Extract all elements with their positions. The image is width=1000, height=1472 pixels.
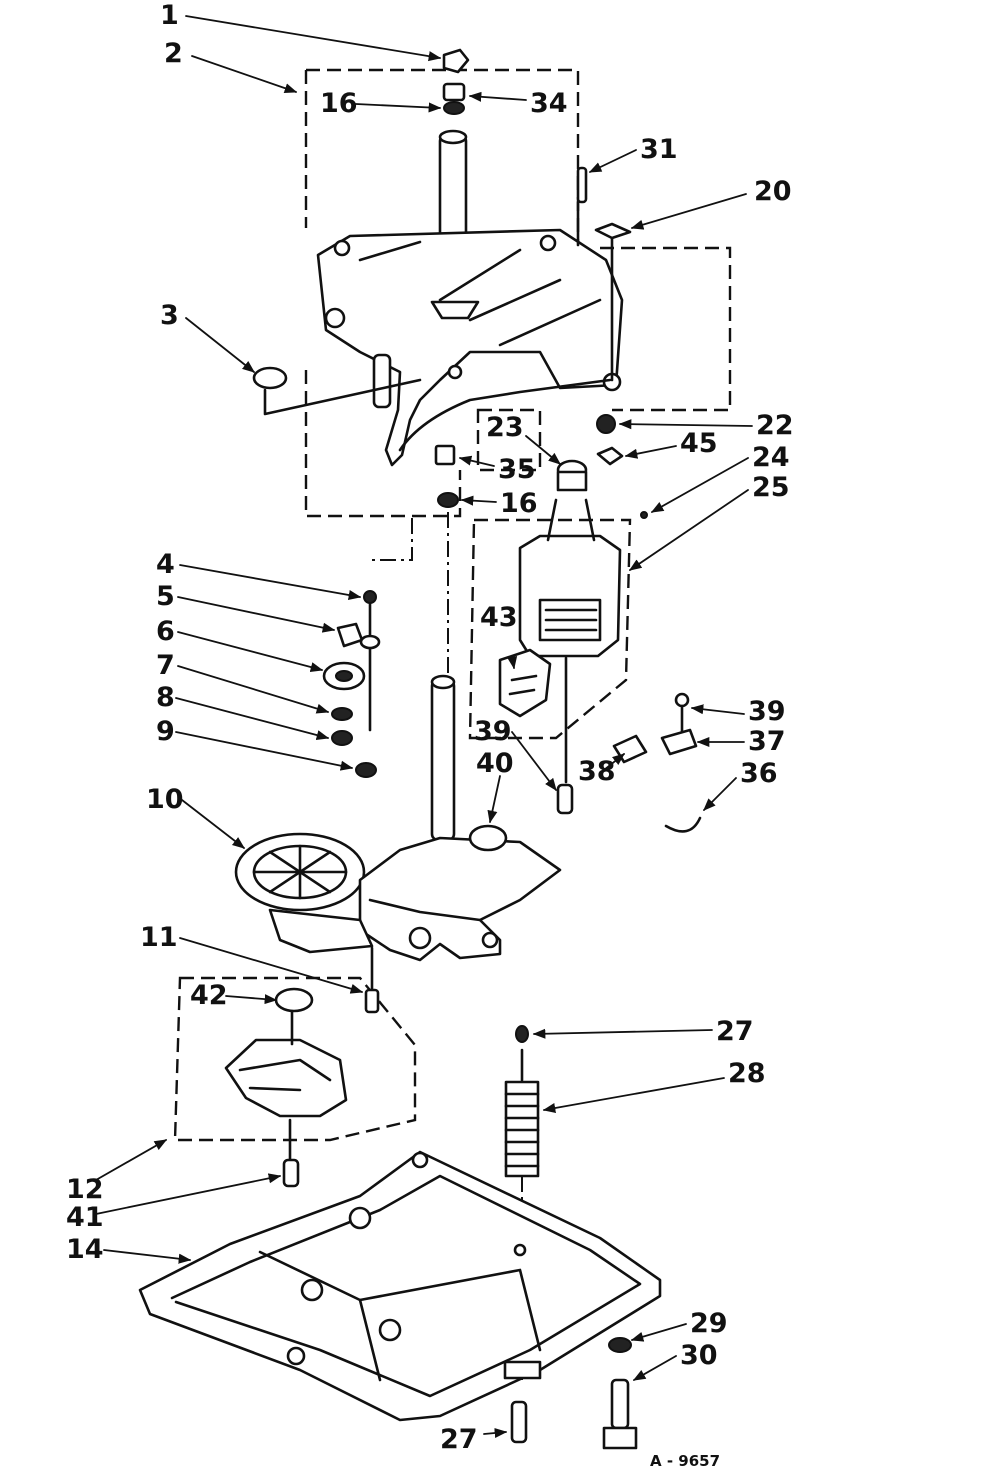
part-16-lower xyxy=(437,492,459,508)
part-24 xyxy=(640,511,648,519)
callout-14: 14 xyxy=(66,1234,104,1265)
part-25-pump xyxy=(518,534,622,658)
callout-45: 45 xyxy=(680,428,718,459)
part-30-bolt xyxy=(610,1378,630,1430)
callout-1: 1 xyxy=(160,0,179,31)
callout-4: 4 xyxy=(156,549,175,580)
callout-10: 10 xyxy=(146,784,184,815)
drawing-code: A - 9657 xyxy=(650,1452,720,1470)
gearcase-assembly xyxy=(316,129,624,467)
part-27-bottom xyxy=(510,1400,528,1444)
callout-9: 9 xyxy=(156,716,175,747)
callout-41: 41 xyxy=(66,1202,104,1233)
part-1-nut xyxy=(442,48,470,74)
callout-25: 25 xyxy=(752,472,790,503)
small-parts-upper xyxy=(252,166,648,519)
callout-28: 28 xyxy=(728,1058,766,1089)
callout-40: 40 xyxy=(476,748,514,779)
callout-8: 8 xyxy=(156,682,175,713)
part-4 xyxy=(363,590,377,604)
callout-23: 23 xyxy=(486,412,524,443)
part-43 xyxy=(498,648,552,718)
part-41 xyxy=(282,1158,300,1188)
callout-20: 20 xyxy=(754,176,792,207)
callout-16-lower: 16 xyxy=(500,488,538,519)
part-42 xyxy=(274,987,314,1013)
transmission-assembly xyxy=(234,824,562,1014)
callout-7: 7 xyxy=(156,650,175,681)
callout-22: 22 xyxy=(756,410,794,441)
assembly-box-12 xyxy=(173,976,417,1142)
right-small-parts xyxy=(612,692,702,833)
callout-16-top: 16 xyxy=(320,88,358,119)
callout-6: 6 xyxy=(156,616,175,647)
callout-27-bottom: 27 xyxy=(440,1424,478,1455)
callout-11: 11 xyxy=(140,922,178,953)
part-3 xyxy=(252,366,288,390)
part-35 xyxy=(434,444,456,466)
assembly-box-22 xyxy=(476,246,732,472)
leader-lines xyxy=(95,15,753,1439)
part-16-top xyxy=(443,101,465,115)
part-29 xyxy=(608,1337,632,1353)
callout-34: 34 xyxy=(530,88,568,119)
assembly-box-25 xyxy=(468,518,632,740)
callout-12: 12 xyxy=(66,1174,104,1205)
part-37 xyxy=(660,728,698,756)
part-8 xyxy=(331,730,353,746)
callout-30: 30 xyxy=(680,1340,718,1371)
callout-3: 3 xyxy=(160,300,179,331)
center-shaft xyxy=(368,512,456,842)
part-7 xyxy=(331,707,353,721)
spring-assembly xyxy=(504,1025,638,1450)
part-22 xyxy=(596,414,616,434)
part-9 xyxy=(355,762,377,778)
callout-37: 37 xyxy=(748,726,786,757)
part-5 xyxy=(336,622,364,648)
left-stack xyxy=(322,590,381,778)
part-11 xyxy=(364,988,380,1014)
part-36 xyxy=(664,816,702,833)
callout-42: 42 xyxy=(190,980,228,1011)
callout-24: 24 xyxy=(752,442,790,473)
callout-5: 5 xyxy=(156,581,175,612)
part-39-right xyxy=(674,692,690,708)
base-frame xyxy=(138,1150,662,1422)
callout-38: 38 xyxy=(578,756,616,787)
callout-43: 43 xyxy=(480,602,518,633)
callout-labels: 1 2 3 4 5 6 7 8 9 10 11 12 14 16 16 20 2… xyxy=(66,0,794,1455)
top-parts xyxy=(442,48,470,115)
part-12-assembly xyxy=(224,987,348,1188)
part-34 xyxy=(442,82,466,102)
callout-35: 35 xyxy=(498,454,536,485)
callout-2: 2 xyxy=(164,38,183,69)
callout-27-top: 27 xyxy=(716,1016,754,1047)
callout-36: 36 xyxy=(740,758,778,789)
part-45 xyxy=(596,446,624,466)
callout-29: 29 xyxy=(690,1308,728,1339)
part-27-top xyxy=(515,1025,529,1043)
part-40 xyxy=(468,824,508,852)
callout-31: 31 xyxy=(640,134,678,165)
callout-39-center: 39 xyxy=(474,716,512,747)
part-31 xyxy=(576,166,588,204)
callout-39-right: 39 xyxy=(748,696,786,727)
part-20 xyxy=(594,222,632,240)
